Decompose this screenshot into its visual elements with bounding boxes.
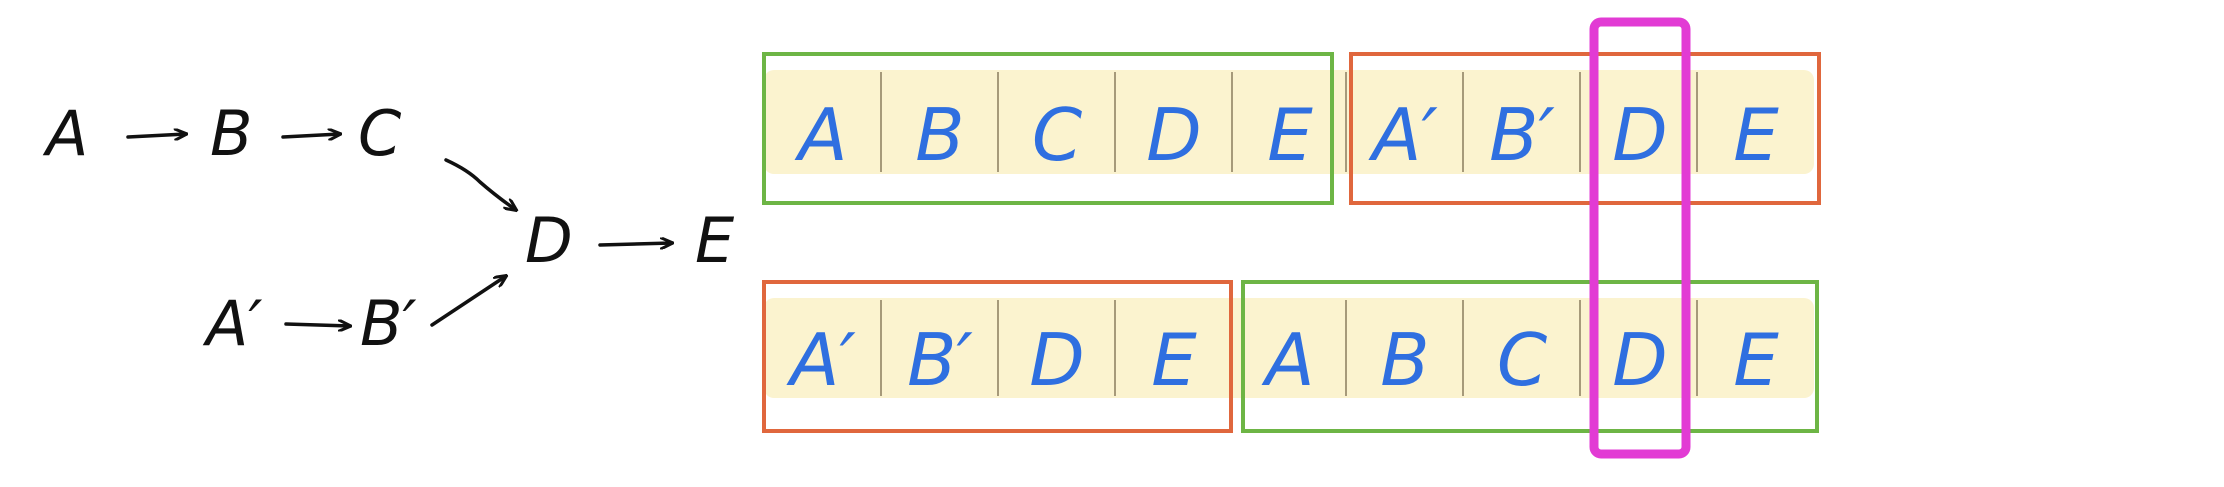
- arrow-b-prime-to-d: [430, 276, 506, 327]
- graph-node-b-prime: B′: [360, 287, 417, 360]
- graph-node-d: D: [525, 204, 573, 277]
- top-cell-c: C: [1032, 93, 1083, 177]
- sequence-bottom-row: A′ B′ D E A B C D E: [762, 280, 1819, 433]
- graph-node-b: B: [210, 97, 253, 170]
- arrow-b-to-c: [281, 134, 340, 137]
- top-row-strip: [764, 70, 1814, 174]
- top-green-group-box: [762, 52, 1334, 205]
- bottom-cell-e-2: E: [1733, 318, 1779, 402]
- bottom-green-group-box: [1241, 280, 1819, 433]
- top-cell-b-prime: B′: [1489, 93, 1555, 177]
- arrow-d-to-e: [598, 243, 672, 245]
- graph-node-a: A: [42, 97, 88, 170]
- graph-node-a-prime: A′: [202, 287, 263, 360]
- d-alignment-highlight: [1589, 17, 1691, 459]
- sequence-top-row: A B C D E A′ B′ D E: [762, 52, 1821, 205]
- bottom-cell-b-prime: B′: [907, 318, 973, 402]
- bottom-cell-e: E: [1151, 318, 1197, 402]
- top-cell-d: D: [1146, 93, 1201, 177]
- top-cell-b: B: [915, 93, 964, 177]
- graph-node-e: E: [695, 204, 735, 277]
- graph-node-c: C: [358, 97, 402, 170]
- top-cell-e-2: E: [1733, 93, 1779, 177]
- bottom-cell-a: A: [1261, 318, 1314, 402]
- bottom-cell-b: B: [1380, 318, 1429, 402]
- bottom-orange-group-box: [762, 280, 1233, 433]
- top-cell-e: E: [1267, 93, 1313, 177]
- top-cell-d-2: D: [1612, 93, 1667, 177]
- arrow-a-prime-to-b-prime: [284, 324, 350, 326]
- top-cell-a-prime: A′: [1368, 93, 1438, 177]
- top-row-dividers: [880, 72, 1698, 172]
- bottom-cell-a-prime: A′: [786, 318, 856, 402]
- top-orange-group-box: [1349, 52, 1821, 205]
- bottom-cell-d: D: [1029, 318, 1084, 402]
- bottom-row-strip: [764, 298, 1814, 398]
- arrow-a-to-b: [126, 134, 186, 137]
- bottom-cell-c: C: [1497, 318, 1548, 402]
- dependency-graph: A B C D E A′ B′: [42, 97, 735, 360]
- top-cell-a: A: [794, 93, 847, 177]
- arrow-c-to-d: [444, 158, 516, 210]
- bottom-cell-d-2: D: [1612, 318, 1667, 402]
